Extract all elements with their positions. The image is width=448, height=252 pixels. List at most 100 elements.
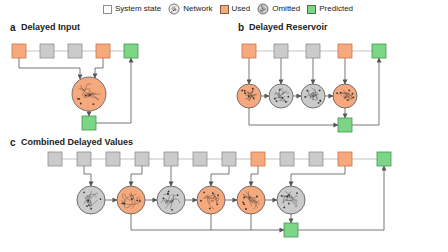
used-state: [12, 44, 26, 58]
network-unit: [288, 203, 290, 205]
network-unit: [168, 191, 170, 193]
network-unit: [86, 205, 88, 207]
used-state: [96, 44, 110, 58]
network-unit: [131, 198, 133, 200]
network-body: [72, 77, 106, 111]
network-body: [237, 186, 265, 214]
network-unit: [253, 97, 255, 99]
network-wire: [84, 200, 91, 204]
network-unit: [252, 88, 254, 90]
network-unit: [347, 99, 349, 101]
network-icon: [301, 84, 325, 108]
network-unit: [348, 90, 350, 92]
network-wire: [247, 91, 254, 100]
network-unit: [288, 194, 290, 196]
network-unit: [87, 200, 89, 202]
connector-arrow: [261, 96, 269, 97]
network-wire: [292, 200, 298, 207]
legend-swatch: [220, 5, 229, 14]
connector-arrow: [131, 214, 132, 230]
network-unit: [265, 9, 266, 10]
connector-arrow: [131, 230, 284, 231]
network-unit: [88, 204, 90, 206]
network-unit: [243, 197, 245, 199]
connector-arrow: [325, 96, 333, 97]
network-unit: [203, 191, 205, 193]
network-wire: [311, 87, 318, 95]
network-icon: [333, 84, 357, 108]
legend-text: Used: [232, 5, 251, 14]
network-wire: [161, 200, 166, 204]
connector-arrow: [281, 58, 282, 84]
time-axis: [55, 159, 384, 160]
network-unit: [245, 208, 247, 210]
panel-title: Combined Delayed Values: [21, 138, 133, 148]
connector-arrow: [171, 166, 172, 186]
network-unit: [209, 208, 211, 210]
connector-arrow: [19, 58, 80, 79]
legend: System stateNetworkUsedOmittedPredicted: [103, 3, 353, 15]
legend-item: System state: [103, 5, 161, 14]
network-unit: [304, 96, 306, 98]
connector-arrow: [291, 166, 345, 186]
network-wire: [308, 89, 315, 97]
connector-arrow: [249, 58, 250, 84]
network-wire: [166, 199, 174, 202]
network-unit: [262, 5, 263, 6]
network-unit: [89, 94, 91, 96]
network-unit: [241, 90, 243, 92]
predicted-state: [377, 152, 391, 166]
network-wire: [171, 195, 175, 204]
connector-arrow: [249, 108, 338, 125]
network-unit: [175, 9, 176, 10]
connector-arrow: [185, 200, 197, 201]
network-icon: [169, 4, 179, 14]
legend-text: Predicted: [319, 5, 353, 14]
network-unit: [336, 92, 338, 94]
network-unit: [136, 200, 138, 202]
network-unit: [282, 97, 284, 99]
network-wire: [283, 191, 293, 198]
network-unit: [286, 196, 288, 198]
connector-arrow: [131, 166, 142, 186]
network-wire: [211, 196, 219, 201]
network-wire: [81, 85, 94, 94]
system-state: [306, 44, 320, 58]
connector-arrow: [84, 166, 91, 186]
network-icon: [277, 186, 305, 214]
network-wire: [343, 90, 352, 96]
legend-text: System state: [115, 5, 161, 14]
used-state: [338, 152, 352, 166]
network-icon: [258, 4, 268, 14]
network-unit: [276, 100, 278, 102]
connector-arrow: [345, 108, 346, 118]
network-unit: [296, 192, 298, 194]
connector-arrow: [95, 58, 103, 78]
legend-icon: [257, 3, 269, 15]
network-unit: [274, 98, 276, 100]
network-wire: [274, 92, 281, 99]
network-wire: [79, 88, 85, 91]
legend-text: Network: [183, 5, 212, 14]
network-unit: [352, 93, 354, 95]
network-wire: [126, 195, 133, 208]
connector-arrow: [211, 166, 229, 186]
network-unit: [256, 196, 258, 198]
network-unit: [319, 90, 321, 92]
system-state: [40, 44, 54, 58]
system-state: [68, 44, 82, 58]
system-state: [309, 152, 323, 166]
system-state: [77, 152, 91, 166]
network-wire: [213, 193, 220, 203]
system-state: [222, 152, 236, 166]
shapes: [12, 44, 391, 237]
network-wire: [244, 196, 259, 200]
panel-title: Delayed Reservoir: [249, 23, 328, 33]
network-unit: [173, 10, 174, 11]
network-unit: [171, 11, 172, 12]
network-unit: [80, 103, 82, 105]
network-unit: [177, 194, 179, 196]
predicted-state: [338, 118, 352, 132]
